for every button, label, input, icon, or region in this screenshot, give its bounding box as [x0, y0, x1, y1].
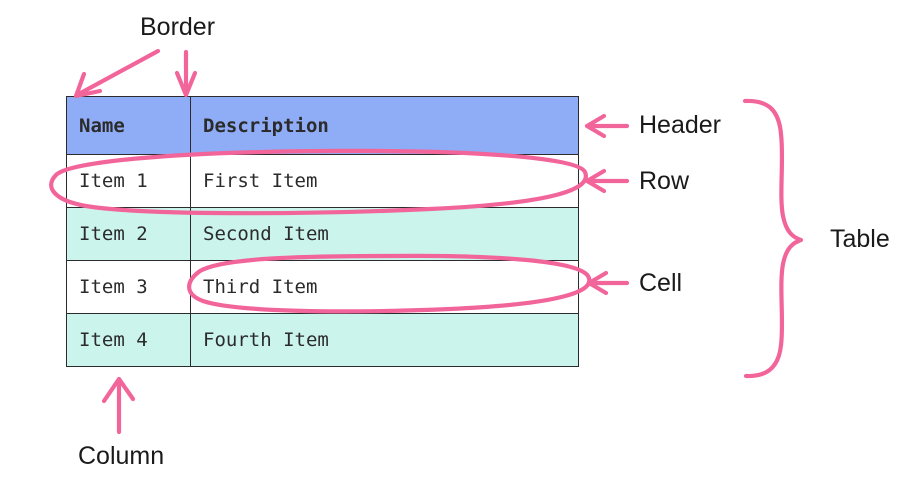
table-row: Item 4 Fourth Item [66, 313, 579, 367]
column-arrow-icon [101, 376, 136, 435]
cell-name: Item 3 [66, 260, 191, 314]
annotation-label-column: Column [78, 442, 165, 470]
annotation-label-border: Border [140, 13, 216, 41]
demo-table: Name Description Item 1 First Item Item … [66, 96, 579, 367]
row-arrow-icon [584, 168, 630, 194]
cell-description: Third Item [190, 260, 579, 314]
cell-name: Item 1 [66, 154, 191, 208]
border-arrow-left-icon [73, 48, 161, 99]
cell-name: Item 4 [66, 313, 191, 367]
table-row: Item 3 Third Item [66, 260, 579, 314]
annotation-label-header: Header [639, 111, 721, 139]
table-body: Item 1 First Item Item 2 Second Item Ite… [66, 154, 579, 367]
cell-description: First Item [190, 154, 579, 208]
annotation-label-row: Row [639, 167, 690, 195]
table-row: Item 2 Second Item [66, 207, 579, 261]
table-container: Name Description Item 1 First Item Item … [66, 96, 579, 367]
header-arrow-icon [584, 113, 630, 139]
header-row: Name Description [66, 96, 579, 155]
border-arrow-down-icon [174, 49, 198, 98]
cell-arrow-icon [586, 270, 630, 296]
table-brace-icon [742, 98, 804, 379]
cell-name: Item 2 [66, 207, 191, 261]
cell-description: Fourth Item [190, 313, 579, 367]
column-header-description: Description [190, 96, 579, 155]
annotation-label-cell: Cell [639, 269, 683, 297]
table-header: Name Description [66, 96, 579, 155]
table-row: Item 1 First Item [66, 154, 579, 208]
annotation-label-table: Table [830, 225, 890, 253]
column-header-name: Name [66, 96, 191, 155]
cell-description: Second Item [190, 207, 579, 261]
